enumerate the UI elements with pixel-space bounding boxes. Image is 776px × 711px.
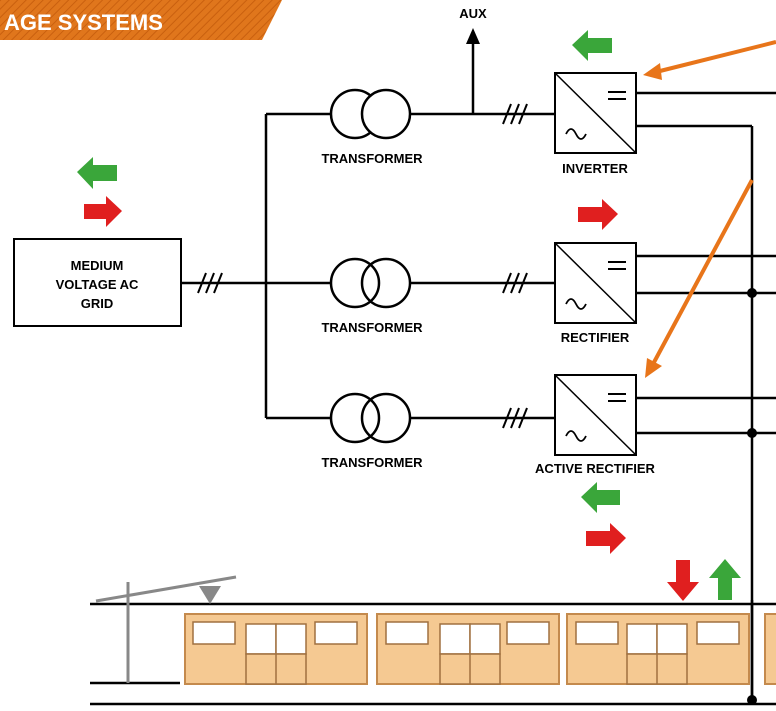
transformer-icon [329,257,412,309]
three-phase-marks [197,103,528,429]
orange-pointer-arrow-icon [643,40,776,80]
active-rectifier-green-left-arrow-icon [581,482,620,513]
pantograph-icon [95,575,237,683]
grid-green-left-arrow-icon [77,157,117,189]
train-car [184,613,368,685]
rectifier-red-right-arrow-icon [578,199,618,230]
grid-label-line3: GRID [81,296,114,311]
transformer-label-1: TRANSFORMER [321,151,423,166]
train-green-up-arrow-icon [709,559,741,600]
inverter-label: INVERTER [562,161,628,176]
rectifier-converter-icon [554,242,637,324]
train-car [566,613,750,685]
active-rectifier-red-right-arrow-icon [586,523,626,554]
title-banner: AGE SYSTEMS [0,0,282,40]
transformer-label-2: TRANSFORMER [321,320,423,335]
inverter-green-left-arrow-icon [572,30,612,61]
dc-junction-dots [747,288,757,705]
train-red-down-arrow-icon [667,560,699,601]
transformer-icon [329,392,412,444]
dc-bus-lines [636,91,776,700]
aux-output: AUX [459,6,487,114]
grid-label-line2: VOLTAGE AC [56,277,139,292]
active-rectifier-converter-icon [554,374,637,456]
train-car [376,613,560,685]
transformer-label-3: TRANSFORMER [321,455,423,470]
transformer-icon [329,88,412,140]
active-rectifier-label: ACTIVE RECTIFIER [535,461,656,476]
catenary-and-rail [90,602,776,706]
train-car-partial [764,613,776,685]
rectifier-label: RECTIFIER [561,330,630,345]
aux-label: AUX [459,6,487,21]
grid-label-line1: MEDIUM [71,258,124,273]
medium-voltage-grid-box: MEDIUM VOLTAGE AC GRID [13,238,182,327]
inverter-converter-icon [554,72,637,154]
orange-pointer-arrow-icon [645,179,754,378]
ac-feeder-lines [181,112,555,420]
grid-red-right-arrow-icon [84,196,122,227]
banner-text: AGE SYSTEMS [4,10,163,35]
